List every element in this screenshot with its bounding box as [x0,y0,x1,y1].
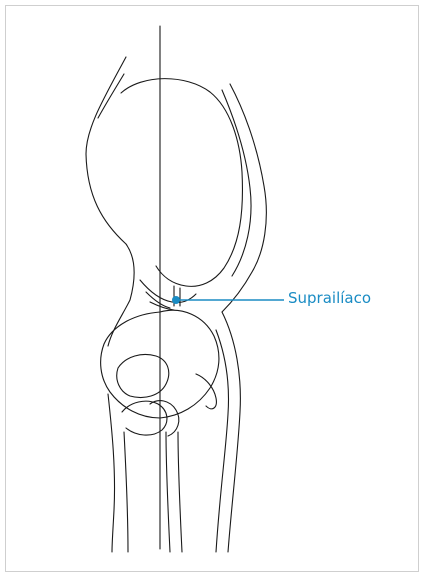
waist-fold-1 [140,280,196,303]
thigh-back-outer [108,394,115,552]
femur-shaft-right [178,432,182,552]
front-contour-inner [222,90,251,276]
waist-fold-3 [150,302,174,310]
pelvis-inner-outline [117,355,169,398]
back-contour [86,57,134,346]
thigh-front-outer [222,312,240,552]
callout-label-suprailiac: Suprailíaco [288,288,371,308]
thigh-front [216,330,229,552]
abdomen-contour [121,79,242,287]
callout-dot [172,296,180,304]
femur-head [150,401,179,436]
back-upper-stroke [98,74,124,118]
front-contour-outer [222,84,266,312]
thigh-back-inner [124,432,128,552]
pubic-hook [196,374,216,409]
femur-shaft-left [166,432,170,552]
